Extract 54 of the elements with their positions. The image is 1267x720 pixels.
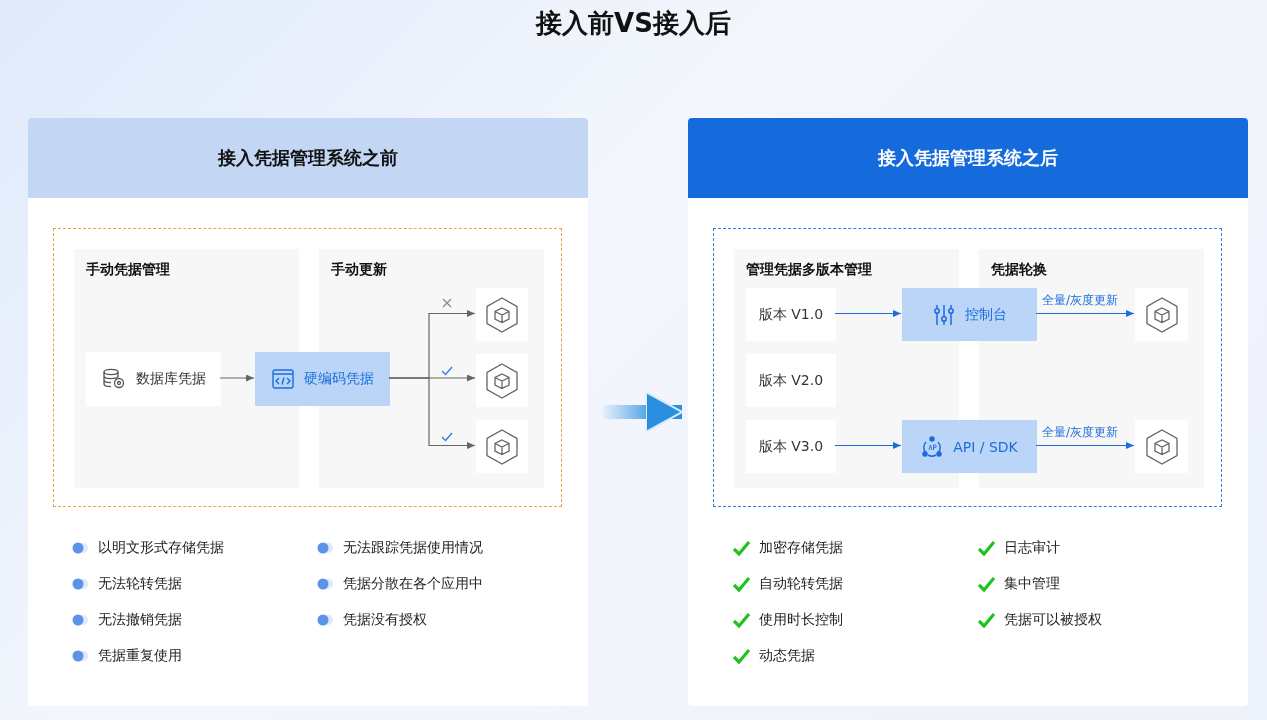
list-item: 凭据分散在各个应用中 xyxy=(343,575,483,593)
highlight-box xyxy=(255,352,390,406)
arrow xyxy=(388,377,476,449)
group-title: 管理凭据多版本管理 xyxy=(746,261,872,279)
list-item: 无法跟踪凭据使用情况 xyxy=(343,539,483,557)
arrow xyxy=(219,374,255,382)
list-item: 集中管理 xyxy=(1004,575,1060,593)
item-box xyxy=(746,420,836,473)
dashed-frame xyxy=(53,228,562,507)
panel-card xyxy=(28,118,588,706)
dashed-frame xyxy=(713,228,1222,507)
list-item: 凭据没有授权 xyxy=(343,611,427,629)
panel-card xyxy=(688,118,1248,706)
list-item: 动态凭据 xyxy=(759,647,815,665)
arrow xyxy=(834,442,902,449)
service-box xyxy=(476,354,528,407)
box-label: 控制台 xyxy=(964,305,1007,324)
list-item: 日志审计 xyxy=(1004,539,1060,557)
page-title: 接入前VS接入后 xyxy=(534,7,732,40)
edge-label: 全量/灰度更新 xyxy=(1042,291,1119,309)
box-label: 版本 V3.0 xyxy=(758,437,824,456)
arrow xyxy=(1035,310,1135,317)
arrow xyxy=(834,310,902,317)
box-label: 数据库凭据 xyxy=(135,370,206,388)
arrow xyxy=(1035,442,1135,449)
service-box xyxy=(1135,288,1188,341)
box-label: 硬编码凭据 xyxy=(303,370,374,388)
group-panel xyxy=(74,249,299,488)
group-title: 凭据轮换 xyxy=(991,261,1047,279)
header-band: 接入凭据管理系统之后 xyxy=(688,118,1248,198)
list-item: 凭据重复使用 xyxy=(98,647,182,665)
service-box xyxy=(476,420,528,473)
header-band: 接入凭据管理系统之前 xyxy=(28,118,588,198)
service-box xyxy=(476,288,528,341)
item-box xyxy=(746,288,836,341)
list-item: 无法轮转凭据 xyxy=(98,575,182,593)
box-label: 版本 V2.0 xyxy=(758,371,824,390)
list-item: 加密存储凭据 xyxy=(759,539,843,557)
list-item: 使用时长控制 xyxy=(759,611,843,629)
box-label: 版本 V1.0 xyxy=(758,305,824,324)
highlight-box xyxy=(902,420,1037,473)
block-arrow xyxy=(602,391,683,433)
highlight-box xyxy=(902,288,1037,341)
box-label: API / SDK xyxy=(953,438,1018,455)
list-item: 以明文形式存储凭据 xyxy=(98,539,224,557)
service-box xyxy=(1135,420,1188,473)
list-item: 凭据可以被授权 xyxy=(1004,611,1102,629)
group-title: 手动更新 xyxy=(331,261,387,279)
group-panel xyxy=(319,249,544,488)
group-title: 手动凭据管理 xyxy=(86,261,170,279)
item-box xyxy=(86,352,221,406)
edge-label: 全量/灰度更新 xyxy=(1042,423,1119,441)
list-item: 自动轮转凭据 xyxy=(759,575,843,593)
list-item: 无法撤销凭据 xyxy=(98,611,182,629)
